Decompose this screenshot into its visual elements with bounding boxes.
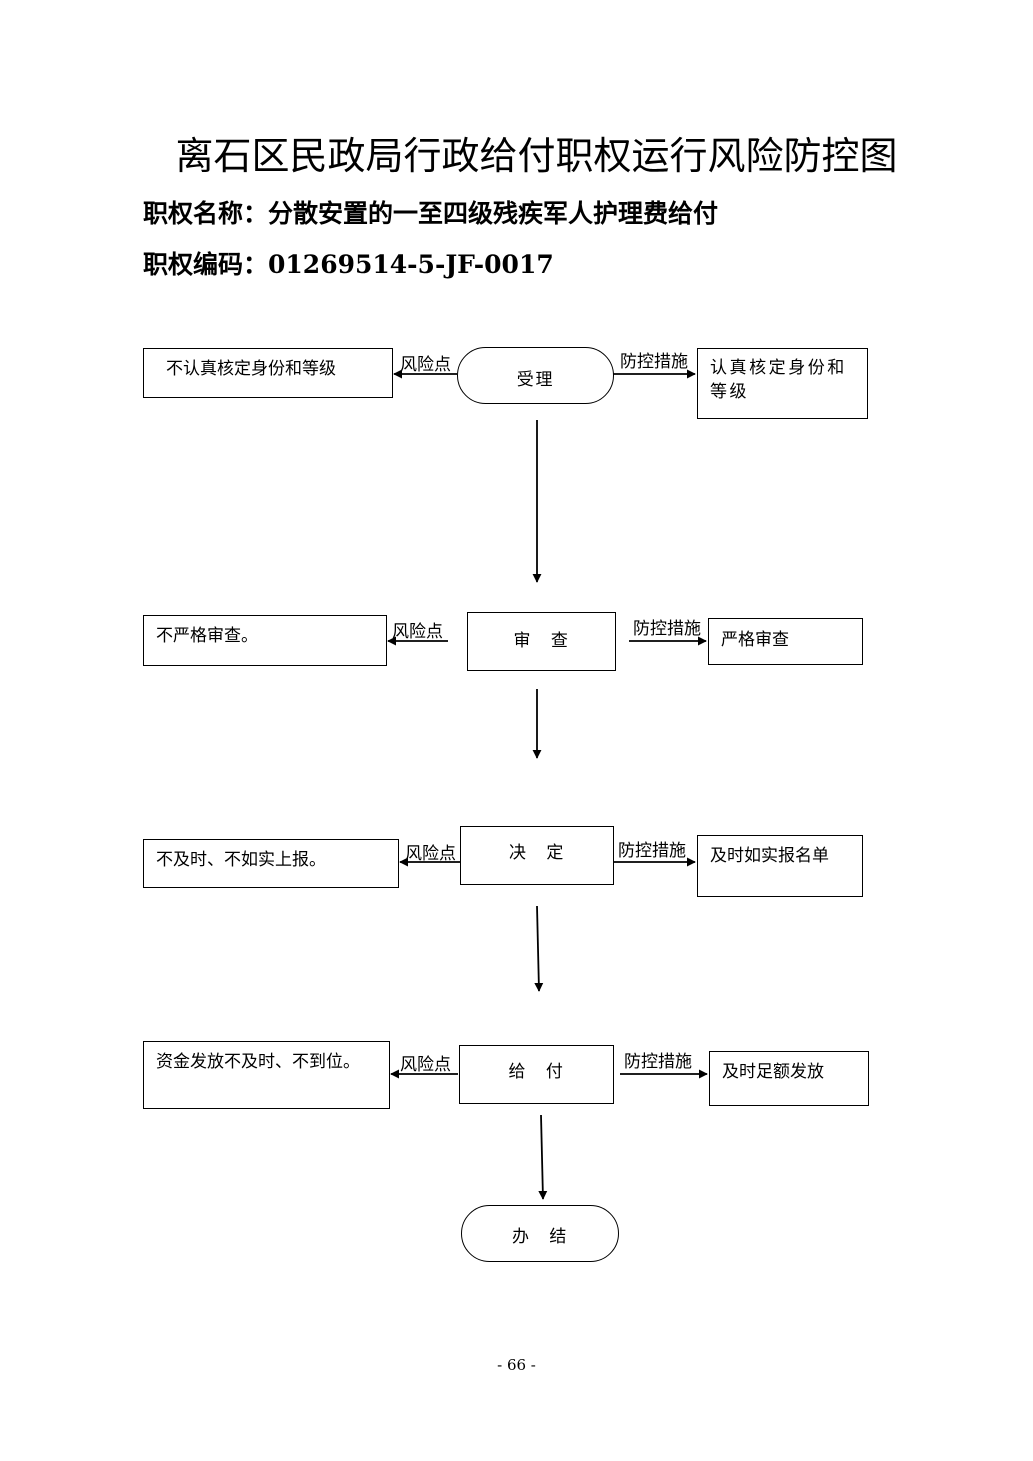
control-box-review: 严格审查 bbox=[708, 618, 863, 665]
risk-box-review: 不严格审查。 bbox=[143, 615, 387, 666]
step-payment: 给 付 bbox=[459, 1045, 614, 1104]
authority-name-label: 职权名称： bbox=[143, 199, 269, 228]
authority-code-label: 职权编码： bbox=[143, 250, 269, 279]
control-text-decision: 及时如实报名单 bbox=[710, 846, 829, 866]
authority-code-value: 01269514-5-JF-0017 bbox=[268, 250, 554, 279]
risk-box-decision: 不及时、不如实上报。 bbox=[143, 839, 399, 888]
risk-label-payment: 风险点 bbox=[400, 1055, 451, 1075]
page-title: 离石区民政局行政给付职权运行风险防控图 bbox=[175, 134, 898, 178]
control-text-review: 严格审查 bbox=[721, 630, 789, 650]
risk-label-acceptance: 风险点 bbox=[400, 355, 451, 375]
step-label-payment: 给 付 bbox=[508, 1062, 565, 1082]
control-label-review: 防控措施 bbox=[633, 619, 701, 639]
risk-text-acceptance: 不认真核定身份和等级 bbox=[166, 359, 336, 379]
risk-text-review: 不严格审查。 bbox=[156, 626, 258, 646]
control-label-decision: 防控措施 bbox=[618, 841, 686, 861]
risk-label-review: 风险点 bbox=[392, 622, 443, 642]
control-text-acceptance: 认真核定身份和等级 bbox=[710, 358, 847, 402]
step-acceptance: 受理 bbox=[457, 347, 614, 404]
control-box-decision: 及时如实报名单 bbox=[697, 835, 863, 897]
flow-arrow-3 bbox=[534, 905, 544, 992]
risk-text-decision: 不及时、不如实上报。 bbox=[156, 850, 326, 870]
step-label-end: 办 结 bbox=[511, 1227, 569, 1247]
authority-name-value: 分散安置的一至四级残疾军人护理费给付 bbox=[268, 199, 719, 228]
authority-name: 职权名称：分散安置的一至四级残疾军人护理费给付 bbox=[143, 198, 718, 230]
step-review: 审 查 bbox=[467, 612, 616, 671]
risk-text-payment: 资金发放不及时、不到位。 bbox=[156, 1052, 360, 1072]
page-number: - 66 - bbox=[497, 1356, 536, 1374]
control-label-payment: 防控措施 bbox=[624, 1052, 692, 1072]
step-label-decision: 决 定 bbox=[508, 843, 566, 863]
authority-code: 职权编码：01269514-5-JF-0017 bbox=[143, 249, 554, 281]
control-label-acceptance: 防控措施 bbox=[620, 352, 688, 372]
step-end: 办 结 bbox=[461, 1205, 619, 1262]
risk-box-acceptance: 不认真核定身份和等级 bbox=[143, 348, 393, 398]
risk-box-payment: 资金发放不及时、不到位。 bbox=[143, 1041, 390, 1109]
step-decision: 决 定 bbox=[460, 826, 614, 885]
step-label-acceptance: 受理 bbox=[516, 370, 555, 390]
control-box-payment: 及时足额发放 bbox=[709, 1051, 869, 1106]
control-box-acceptance: 认真核定身份和等级 bbox=[697, 348, 868, 419]
risk-label-decision: 风险点 bbox=[405, 844, 456, 864]
step-label-review: 审 查 bbox=[513, 631, 570, 651]
flow-arrow-4 bbox=[538, 1114, 548, 1200]
control-text-payment: 及时足额发放 bbox=[722, 1062, 824, 1082]
